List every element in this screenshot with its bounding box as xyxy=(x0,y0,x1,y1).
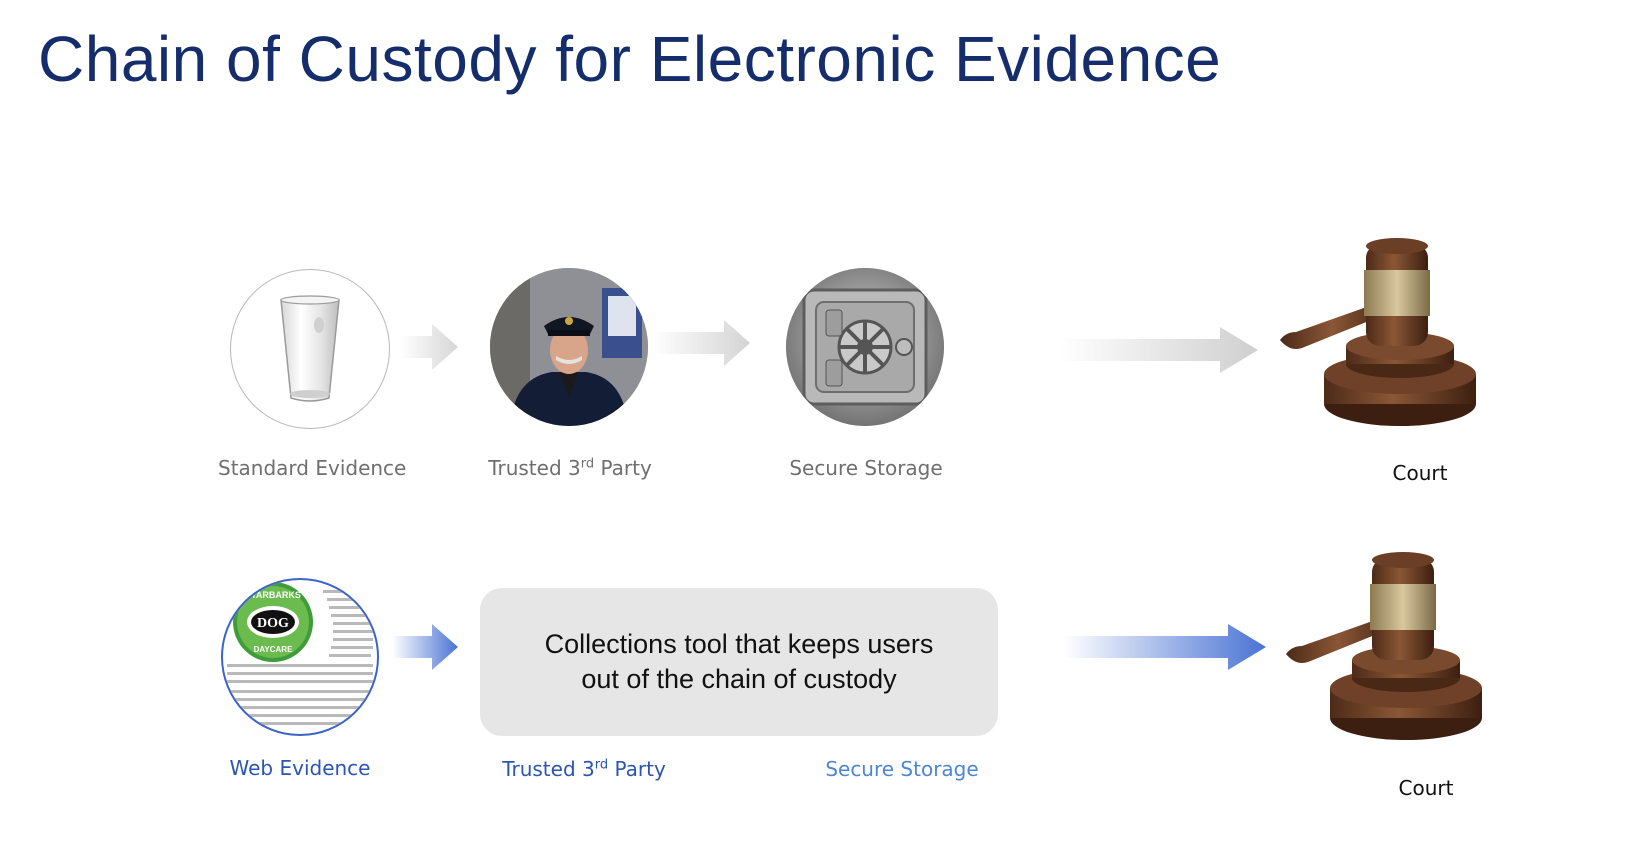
page-title: Chain of Custody for Electronic Evidence xyxy=(38,23,1222,95)
trusted-party-label-row2-pre: Trusted 3 xyxy=(502,757,595,781)
arrow-right-icon xyxy=(1064,624,1266,670)
webpage-icon: DOG STARBARKS DAYCARE xyxy=(227,582,373,725)
trusted-party-label: Trusted 3rd Party xyxy=(470,456,670,480)
trusted-party-label-row2-sup: rd xyxy=(594,757,609,773)
gavel-icon xyxy=(1286,552,1482,740)
arrow-right-icon xyxy=(392,624,458,670)
web-logo-mid: DOG xyxy=(257,616,289,631)
arrow-right-icon xyxy=(400,324,458,370)
vault-icon xyxy=(786,268,944,426)
trusted-party-label-pre: Trusted 3 xyxy=(488,456,581,480)
web-evidence-image: DOG STARBARKS DAYCARE xyxy=(221,578,379,736)
vault-image xyxy=(786,268,944,426)
gavel-icon xyxy=(1280,238,1476,426)
secure-storage-label-row2: Secure Storage xyxy=(825,757,979,781)
collections-tool-box: Collections tool that keeps users out of… xyxy=(480,588,998,736)
secure-storage-label: Secure Storage xyxy=(789,456,943,480)
web-logo-top: STARBARKS xyxy=(245,590,301,600)
trusted-party-label-row2: Trusted 3rd Party xyxy=(486,757,682,781)
court-label: Court xyxy=(1392,461,1448,485)
trusted-party-label-sup: rd xyxy=(580,456,595,472)
glass-icon xyxy=(280,295,340,402)
web-evidence-label: Web Evidence xyxy=(229,756,371,780)
officer-icon xyxy=(490,268,648,426)
standard-evidence-label: Standard Evidence xyxy=(218,456,407,480)
glass-evidence-image xyxy=(230,269,390,429)
collections-tool-text: Collections tool that keeps users out of… xyxy=(544,629,934,694)
web-logo-bottom: DAYCARE xyxy=(254,645,293,654)
court-label-row2: Court xyxy=(1398,776,1454,800)
trusted-party-label-post: Party xyxy=(594,456,652,480)
arrow-right-icon xyxy=(652,320,750,366)
police-officer-image xyxy=(490,268,648,426)
arrow-right-icon xyxy=(1060,327,1258,373)
trusted-party-label-row2-post: Party xyxy=(608,757,666,781)
